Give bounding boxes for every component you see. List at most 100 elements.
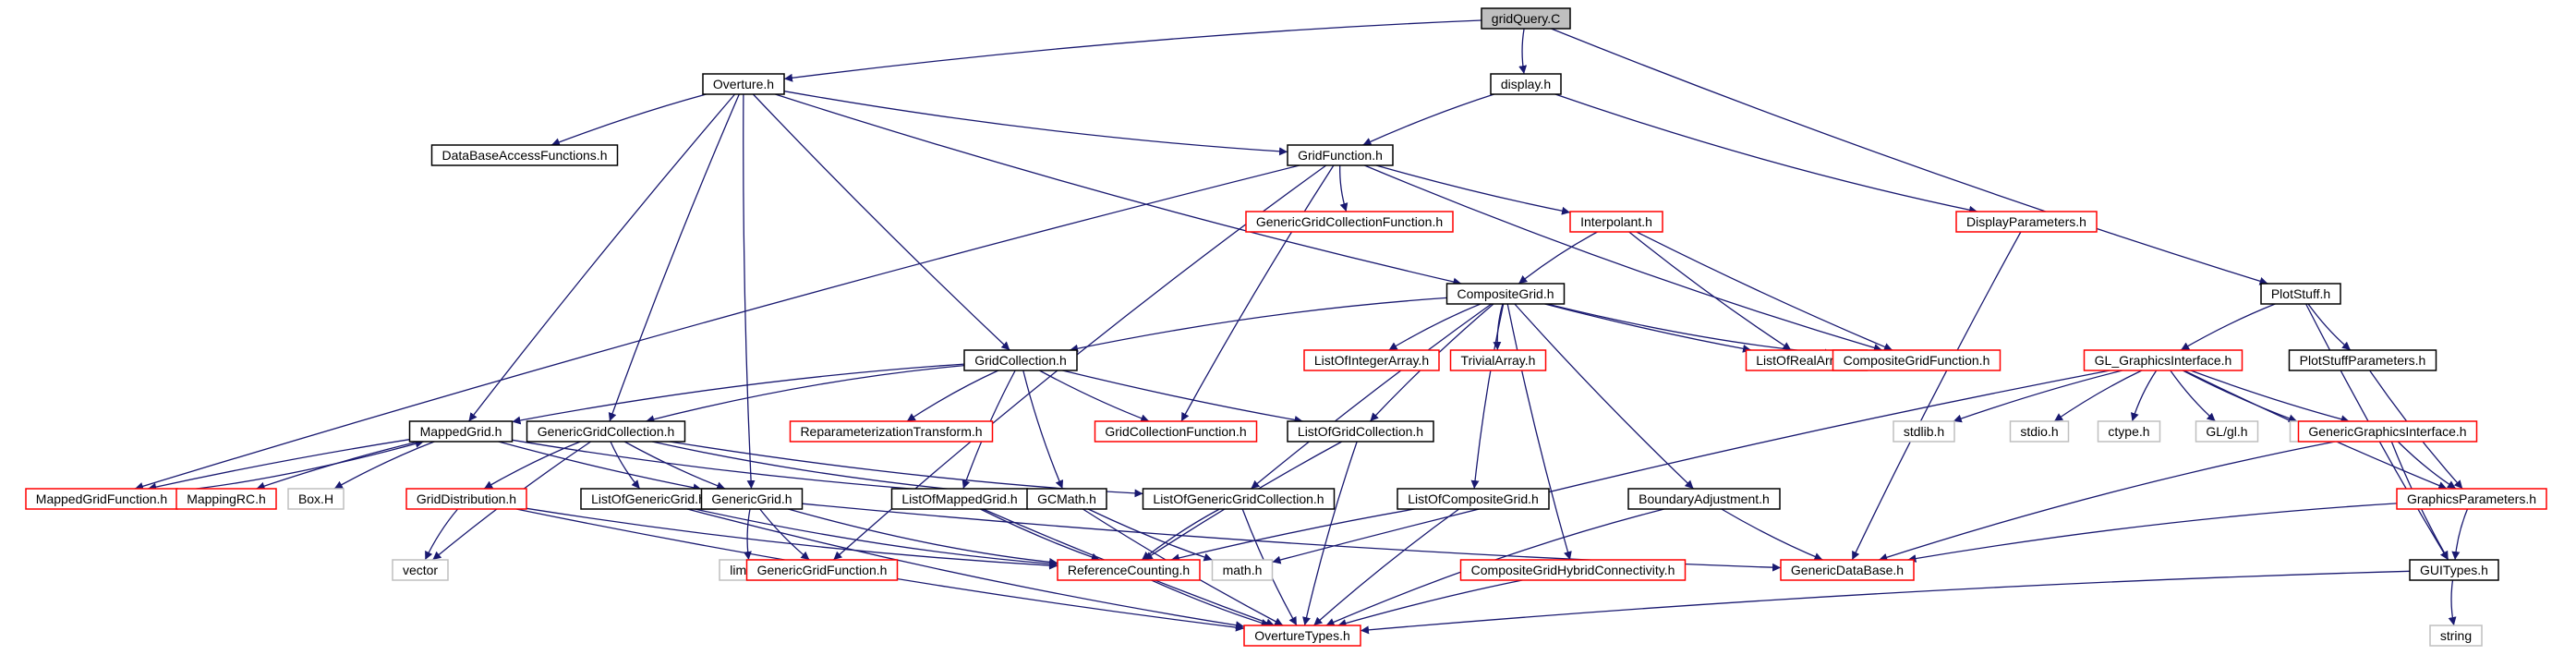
- node-generic-data-base[interactable]: GenericDataBase.h: [1780, 559, 1915, 581]
- edge-glgraphics-interface-to-stdio: [2053, 370, 2143, 422]
- node-trivial-array[interactable]: TrivialArray.h: [1449, 349, 1547, 371]
- node-composite-grid[interactable]: CompositeGrid.h: [1445, 283, 1566, 305]
- edge-graphics-parameters-to-generic-data-base: [1907, 503, 2398, 563]
- node-box: [408, 420, 514, 443]
- edge-list-of-grid-collection-to-overture-types: [1302, 441, 1358, 626]
- edge-generic-grid-collection-to-generic-grid: [623, 441, 726, 490]
- edge-overture-to-composite-grid: [775, 93, 1462, 286]
- node-label: ListOfGenericGrid.h: [591, 491, 706, 506]
- edge-composite-grid-to-list-of-composite-grid: [1470, 303, 1505, 490]
- edge-plot-stuff-to-glgraphics-interface: [2180, 303, 2276, 351]
- edge-plot-stuff-to-plot-stuff-parameters: [2307, 303, 2352, 351]
- edge-list-of-generic-grid-to-reference-counting: [695, 508, 1058, 568]
- edge-composite-grid-to-boundary-adjustment: [1514, 303, 1694, 490]
- node-label: PlotStuffParameters.h: [2300, 353, 2426, 368]
- node-box: [745, 559, 899, 581]
- edge-grid-distribution-to-reference-counting: [526, 507, 1058, 570]
- node-generic-graphics-interface[interactable]: GenericGraphicsInterface.h: [2297, 420, 2478, 443]
- edge-generic-grid-to-reference-counting: [788, 508, 1058, 566]
- node-gcmath[interactable]: GCMath.h: [1026, 488, 1107, 510]
- node-glgl[interactable]: GL/gl.h: [2195, 420, 2259, 443]
- node-composite-grid-function[interactable]: CompositeGridFunction.h: [1832, 349, 2002, 371]
- node-list-of-generic-grid-collection[interactable]: ListOfGenericGridCollection.h: [1142, 488, 1336, 510]
- node-box: [2009, 420, 2070, 443]
- node-grid-collection-function[interactable]: GridCollectionFunction.h: [1094, 420, 1258, 443]
- node-box: [1569, 211, 1663, 233]
- node-label: MappingRC.h: [187, 491, 266, 506]
- node-grid-function[interactable]: GridFunction.h: [1287, 144, 1394, 166]
- node-data-base-access-functions[interactable]: DataBaseAccessFunctions.h: [430, 144, 619, 166]
- node-box: [1481, 7, 1571, 30]
- node-box: [1287, 420, 1434, 443]
- node-box: [2097, 420, 2161, 443]
- node-display[interactable]: display.h: [1490, 73, 1562, 95]
- node-mapping-rc[interactable]: MappingRC.h: [175, 488, 277, 510]
- node-box: [2409, 559, 2499, 581]
- node-grid-collection[interactable]: GridCollection.h: [963, 349, 1078, 371]
- node-label: Overture.h: [713, 77, 774, 91]
- edge-composite-grid-hybrid-connectivity-to-overture-types: [1337, 579, 1523, 627]
- node-box: [2260, 283, 2341, 305]
- node-display-parameters[interactable]: DisplayParameters.h: [1955, 211, 2098, 233]
- node-generic-grid-function[interactable]: GenericGridFunction.h: [745, 559, 899, 581]
- node-stdio[interactable]: stdio.h: [2009, 420, 2070, 443]
- node-boundary-adjustment[interactable]: BoundaryAdjustment.h: [1627, 488, 1781, 510]
- node-grid-distribution[interactable]: GridDistribution.h: [405, 488, 527, 510]
- node-label: gridQuery.C: [1492, 11, 1560, 26]
- node-label: GridCollectionFunction.h: [1105, 424, 1246, 439]
- edge-grid-collection-to-grid-collection-function: [1039, 370, 1150, 422]
- node-composite-grid-hybrid-connectivity[interactable]: CompositeGridHybridConnectivity.h: [1459, 559, 1687, 581]
- node-list-of-grid-collection[interactable]: ListOfGridCollection.h: [1287, 420, 1434, 443]
- node-plot-stuff[interactable]: PlotStuff.h: [2260, 283, 2341, 305]
- node-box: [1245, 211, 1454, 233]
- edge-glgraphics-interface-to-stdlib: [1953, 370, 2123, 423]
- edge-guitypes-to-overture-types: [1360, 570, 2411, 635]
- node-box: [2195, 420, 2259, 443]
- node-generic-grid-collection[interactable]: GenericGridCollection.h: [526, 420, 686, 443]
- node-glgraphics-interface[interactable]: GL_GraphicsInterface.h: [2083, 349, 2243, 371]
- node-guitypes[interactable]: GUITypes.h: [2409, 559, 2499, 581]
- node-generic-grid-collection-function[interactable]: GenericGridCollectionFunction.h: [1245, 211, 1454, 233]
- node-label: ListOfMappedGrid.h: [901, 491, 1017, 506]
- node-grid-query[interactable]: gridQuery.C: [1481, 7, 1571, 30]
- node-graphics-parameters[interactable]: GraphicsParameters.h: [2396, 488, 2547, 510]
- node-ctype[interactable]: ctype.h: [2097, 420, 2161, 443]
- node-vector[interactable]: vector: [392, 559, 449, 581]
- node-list-of-generic-grid[interactable]: ListOfGenericGrid.h: [580, 488, 717, 510]
- edge-boundary-adjustment-to-generic-data-base: [1721, 508, 1823, 561]
- node-interpolant[interactable]: Interpolant.h: [1569, 211, 1663, 233]
- node-reference-counting[interactable]: ReferenceCounting.h: [1057, 559, 1201, 581]
- node-list-of-integer-array[interactable]: ListOfIntegerArray.h: [1303, 349, 1440, 371]
- node-stdlib[interactable]: stdlib.h: [1893, 420, 1955, 443]
- node-label: CompositeGridFunction.h: [1844, 353, 1990, 368]
- node-math[interactable]: math.h: [1211, 559, 1274, 581]
- dependency-edges: [134, 19, 2469, 635]
- node-box: [1445, 283, 1566, 305]
- edge-grid-function-to-mapped-grid-function: [134, 164, 1300, 491]
- node-list-of-composite-grid[interactable]: ListOfCompositeGrid.h: [1397, 488, 1550, 510]
- edge-grid-distribution-to-vector: [424, 508, 459, 561]
- node-box-h[interactable]: Box.H: [287, 488, 345, 510]
- node-overture[interactable]: Overture.h: [702, 73, 785, 95]
- node-mapped-grid-function[interactable]: MappedGridFunction.h: [25, 488, 178, 510]
- edge-grid-function-to-grid-collection-function: [1180, 164, 1335, 422]
- node-overture-types[interactable]: OvertureTypes.h: [1243, 625, 1361, 647]
- edge-glgraphics-interface-to-generic-graphics-interface: [2190, 370, 2350, 424]
- node-generic-grid[interactable]: GenericGrid.h: [700, 488, 804, 510]
- node-plot-stuff-parameters[interactable]: PlotStuffParameters.h: [2288, 349, 2437, 371]
- edge-generic-grid-collection-to-list-of-generic-grid-collection: [669, 441, 1143, 498]
- node-list-of-mapped-grid[interactable]: ListOfMappedGrid.h: [890, 488, 1029, 510]
- node-string[interactable]: string: [2429, 625, 2483, 647]
- node-label: PlotStuff.h: [2271, 286, 2330, 301]
- node-box: [702, 73, 785, 95]
- node-box: [1627, 488, 1781, 510]
- node-label: ctype.h: [2108, 424, 2149, 439]
- edge-reference-counting-to-overture-types: [1151, 579, 1270, 627]
- node-mapped-grid[interactable]: MappedGrid.h: [408, 420, 514, 443]
- node-box: [1780, 559, 1915, 581]
- edge-glgraphics-interface-to-math: [1272, 370, 2110, 564]
- node-label: MappedGrid.h: [420, 424, 502, 439]
- node-box: [2396, 488, 2547, 510]
- node-reparameterization-transform[interactable]: ReparameterizationTransform.h: [789, 420, 994, 443]
- node-box: [1490, 73, 1562, 95]
